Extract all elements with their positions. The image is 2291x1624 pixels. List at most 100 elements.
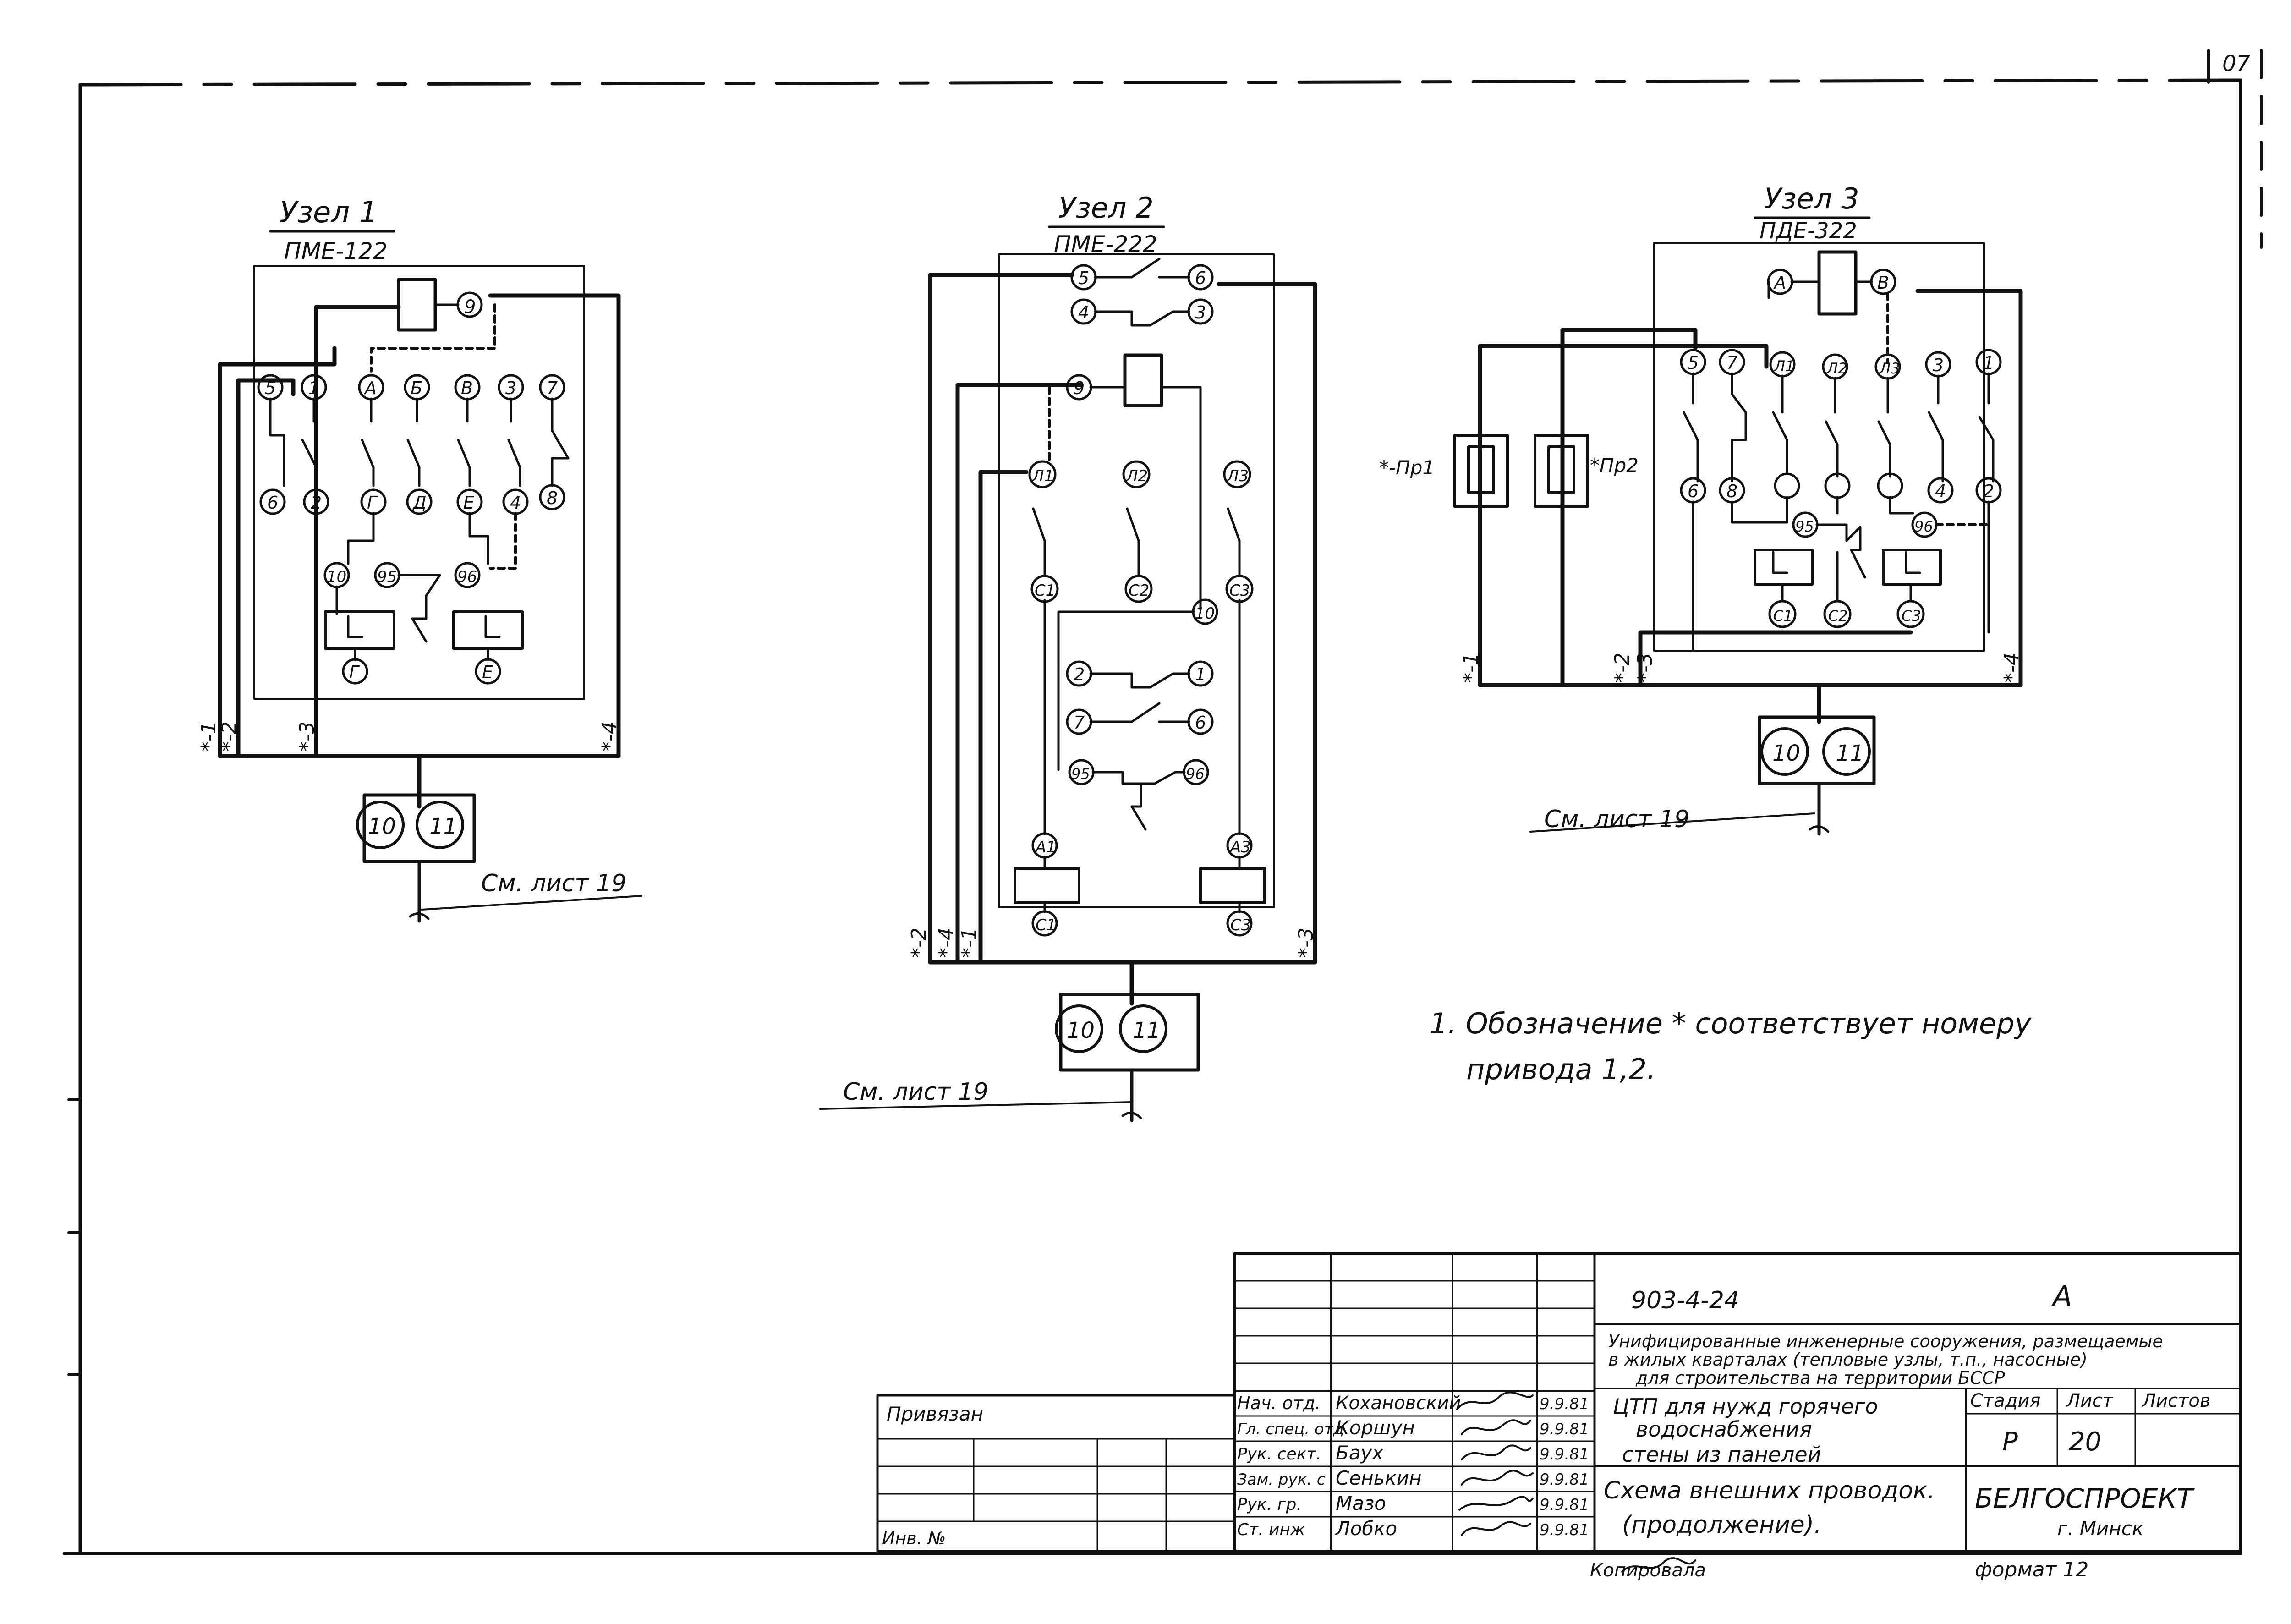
- node3-term-top-l2: Л2: [1826, 360, 1847, 377]
- node1-term-aux-10: 10: [327, 568, 346, 586]
- sheet-title-1: Схема внешних проводок.: [1604, 1477, 1935, 1504]
- sheet-label: Лист: [2066, 1390, 2114, 1411]
- node3-term-mid-2: 2: [1983, 481, 1994, 501]
- doc-letter: А: [2051, 1279, 2072, 1313]
- node3-drive-1: *-1: [1459, 653, 1483, 683]
- node3-motor-term-10: 10: [1772, 741, 1800, 766]
- node1-mid-terminals: 6 2 Г Д Е 4 8: [259, 484, 565, 515]
- node3-fuse-1-label: *-Пр1: [1379, 456, 1435, 479]
- note-line-1: 1. Обозначение * соответствует номеру: [1430, 1007, 2032, 1040]
- node2-sheet-ref: См. лист 19: [843, 1078, 988, 1106]
- node1-drive-3: *-3: [296, 721, 319, 752]
- node2-term-a3: А3: [1229, 838, 1251, 856]
- sheet-frame: [62, 49, 2263, 1555]
- signatures: [1456, 1391, 1696, 1573]
- node2-term-coil: 9: [1074, 378, 1085, 398]
- copied-label: Копировала: [1590, 1560, 1706, 1581]
- node1-diagram: Узел 1 ПМЕ-122 9 5 1 А Б В: [197, 196, 642, 923]
- organization-desc-3: для строительства на территории БССР: [1635, 1368, 2005, 1388]
- stage-value: Р: [2002, 1427, 2018, 1457]
- node3-term-coil-a: А: [1773, 273, 1786, 293]
- node1-sheet-ref: См. лист 19: [481, 870, 626, 897]
- node1-motor-term-10: 10: [368, 814, 396, 839]
- node3-term-top-l3: Л3: [1879, 360, 1900, 377]
- node3-term-top-7: 7: [1726, 353, 1737, 373]
- date-3: 9.9.81: [1540, 1445, 1589, 1464]
- node2-term-block-6: 6: [1195, 713, 1206, 733]
- node2-term-top-6: 6: [1195, 268, 1206, 288]
- name-1: Кохановский: [1336, 1393, 1461, 1414]
- inv-label: Инв. №: [882, 1528, 946, 1548]
- node3-term-aux-96: 96: [1914, 518, 1933, 535]
- node2-term-c1: С1: [1035, 582, 1055, 600]
- project-code: 903-4-24: [1631, 1287, 1739, 1314]
- node2-term-l1: Л1: [1031, 467, 1054, 485]
- node1-term-top-5: В: [461, 378, 473, 398]
- format-label: формат 12: [1975, 1558, 2088, 1581]
- node1-term-mid-5: Е: [463, 493, 474, 513]
- name-2: Коршун: [1336, 1416, 1415, 1439]
- date-4: 9.9.81: [1540, 1470, 1589, 1489]
- node2-term-c2: С2: [1129, 582, 1149, 600]
- node2-term-block-2: 2: [1074, 664, 1085, 685]
- role-5: Рук. гр.: [1237, 1495, 1302, 1514]
- node1-term-top-4: Б: [411, 378, 422, 398]
- node1-term-top-7: 7: [547, 378, 558, 398]
- node2-term-l2: Л2: [1125, 467, 1148, 485]
- node1-term-mid-6: 4: [510, 493, 521, 513]
- title-block: Привязан Инв. № 903-4-24 А Унифицированн…: [876, 1252, 2242, 1581]
- node1-top-terminals: 5 1 А Б В 3 7: [257, 374, 565, 401]
- node2-term-block-95: 95: [1071, 765, 1090, 783]
- node3-term-mid-8: 8: [1726, 481, 1737, 501]
- node3-drive-3: *-3: [1633, 653, 1657, 683]
- node3-diagram: Узел 3 ПДЕ-322 *-Пр1 *Пр2 А В: [1379, 182, 2023, 836]
- sheet-value: 20: [2069, 1427, 2101, 1457]
- organization-desc-1: Унифицированные инженерные сооружения, р…: [1608, 1331, 2163, 1351]
- node3-term-mid-4: 4: [1935, 481, 1946, 501]
- node3-term-bottom-c1: С1: [1773, 607, 1793, 625]
- node2-term-c3: С3: [1229, 582, 1250, 600]
- company-name: БЕЛГОСПРОЕКТ: [1975, 1483, 2195, 1514]
- node2-drive-4: *-4: [935, 927, 958, 958]
- stage-label: Стадия: [1970, 1390, 2040, 1411]
- node3-sheet-ref: См. лист 19: [1544, 806, 1689, 833]
- node1-term-mid-7: 8: [547, 488, 558, 508]
- node2-drive-2: *-2: [907, 927, 931, 958]
- node1-term-aux-95: 95: [377, 568, 397, 586]
- role-1: Нач. отд.: [1237, 1393, 1321, 1413]
- name-4: Сенькин: [1336, 1467, 1422, 1489]
- node2-term-a1: А1: [1035, 838, 1056, 856]
- note-line-2: привода 1,2.: [1466, 1053, 1656, 1086]
- node2-drive-1: *-1: [958, 927, 981, 958]
- node2-term-block-96: 96: [1186, 765, 1205, 783]
- node1-term-bottom-1: Г: [349, 662, 360, 682]
- node2-term-top-5: 5: [1078, 268, 1089, 288]
- node3-term-top-l1: Л1: [1774, 357, 1794, 375]
- organization-desc-2: в жилых кварталах (тепловые узлы, т.п., …: [1608, 1350, 2088, 1370]
- node3-title: Узел 3: [1764, 182, 1859, 215]
- node2-term-bottom-2: С3: [1230, 916, 1251, 934]
- node1-term-aux-96: 96: [457, 568, 477, 586]
- name-6: Лобко: [1335, 1517, 1397, 1540]
- node1-term-mid-1: 6: [267, 493, 278, 513]
- node3-term-top-5: 5: [1688, 353, 1699, 373]
- node3-subtitle: ПДЕ-322: [1759, 218, 1857, 244]
- node1-drive-1: *-1: [197, 721, 220, 752]
- node2-term-bottom-1: С1: [1036, 916, 1056, 934]
- project-name-2: водоснабжения: [1636, 1417, 1812, 1442]
- node3-term-coil-b: В: [1877, 273, 1889, 293]
- node1-drive-2: *-2: [218, 721, 241, 752]
- node1-title: Узел 1: [280, 196, 378, 230]
- node1-term-top-2: 1: [308, 378, 319, 398]
- role-6: Ст. инж: [1237, 1520, 1305, 1539]
- node3-term-top-3: 3: [1933, 355, 1944, 375]
- node2-term-l3: Л3: [1226, 467, 1249, 485]
- date-6: 9.9.81: [1540, 1521, 1589, 1539]
- node2-term-c-mid: 10: [1195, 604, 1215, 623]
- date-1: 9.9.81: [1540, 1395, 1589, 1413]
- node1-term-top-3: А: [363, 378, 377, 398]
- node1-term-bottom-2: Е: [482, 662, 493, 682]
- node3-term-top-1: 1: [1983, 353, 1994, 373]
- node2-title: Узел 2: [1058, 191, 1154, 225]
